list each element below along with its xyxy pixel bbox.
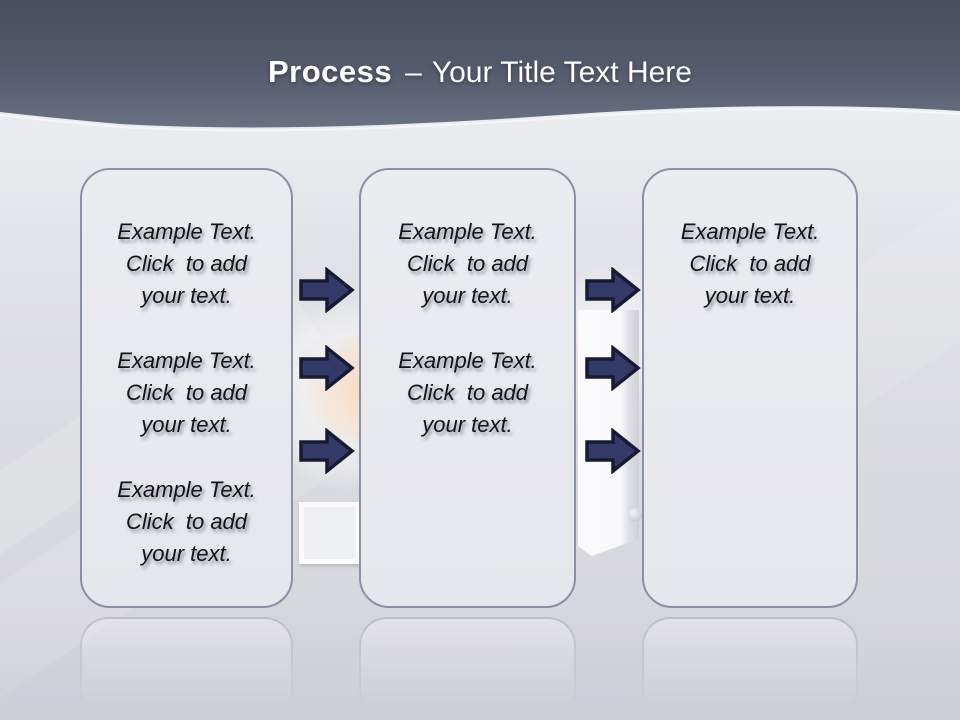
card-reflection — [642, 617, 858, 717]
arrow-right-icon[interactable] — [585, 267, 641, 313]
ghost-sphere-shape — [628, 508, 642, 522]
placeholder-line: Click to add — [689, 251, 811, 276]
text-placeholder[interactable]: Example Text. Click to add your text. — [644, 216, 856, 312]
text-placeholder[interactable]: Example Text. Click to add your text. — [361, 345, 574, 441]
slide-title[interactable]: Process – Your Title Text Here — [0, 54, 960, 90]
arrow-right-icon[interactable] — [299, 428, 355, 474]
placeholder-line: Click to add — [406, 380, 529, 405]
text-placeholder[interactable]: Example Text. Click to add your text. — [82, 216, 291, 312]
arrow-right-icon[interactable] — [299, 345, 355, 391]
placeholder-line: your text. — [141, 283, 232, 308]
placeholder-line: your text. — [704, 283, 796, 308]
process-card-2[interactable]: Example Text. Click to add your text. Ex… — [359, 168, 576, 608]
arrow-right-icon[interactable] — [585, 345, 641, 391]
placeholder-line: Example Text. — [680, 219, 820, 244]
ghost-cube-shape — [299, 502, 361, 564]
placeholder-line: Click to add — [125, 380, 248, 405]
placeholder-line: your text. — [422, 412, 513, 437]
text-placeholder[interactable]: Example Text. Click to add your text. — [361, 216, 574, 312]
slide-title-text: Your Title Text Here — [431, 56, 692, 89]
placeholder-line: your text. — [141, 412, 232, 437]
arrow-shape — [299, 345, 355, 391]
arrow-right-icon[interactable] — [299, 267, 355, 313]
card-reflection — [359, 617, 576, 717]
placeholder-line: Example Text. — [117, 477, 256, 502]
arrow-shape — [585, 345, 641, 391]
process-card-1[interactable]: Example Text. Click to add your text. Ex… — [80, 168, 293, 608]
placeholder-line: Example Text. — [398, 219, 537, 244]
placeholder-line: Click to add — [406, 251, 529, 276]
slide-title-separator: – — [405, 56, 422, 89]
placeholder-line: Click to add — [125, 251, 248, 276]
placeholder-line: Click to add — [125, 509, 248, 534]
arrow-shape — [299, 428, 355, 474]
placeholder-line: your text. — [141, 541, 232, 566]
slide-title-emphasis: Process — [268, 54, 393, 89]
placeholder-line: Example Text. — [398, 348, 537, 373]
placeholder-line: Example Text. — [117, 348, 256, 373]
placeholder-line: Example Text. — [117, 219, 256, 244]
arrow-shape — [585, 267, 641, 313]
arrow-right-icon[interactable] — [585, 428, 641, 474]
arrow-shape — [299, 267, 355, 313]
text-placeholder[interactable]: Example Text. Click to add your text. — [82, 345, 291, 441]
text-placeholder[interactable]: Example Text. Click to add your text. — [82, 474, 291, 570]
card-reflection — [80, 617, 293, 717]
placeholder-line: your text. — [422, 283, 513, 308]
arrow-shape — [585, 428, 641, 474]
process-card-3[interactable]: Example Text. Click to add your text. — [642, 168, 858, 608]
